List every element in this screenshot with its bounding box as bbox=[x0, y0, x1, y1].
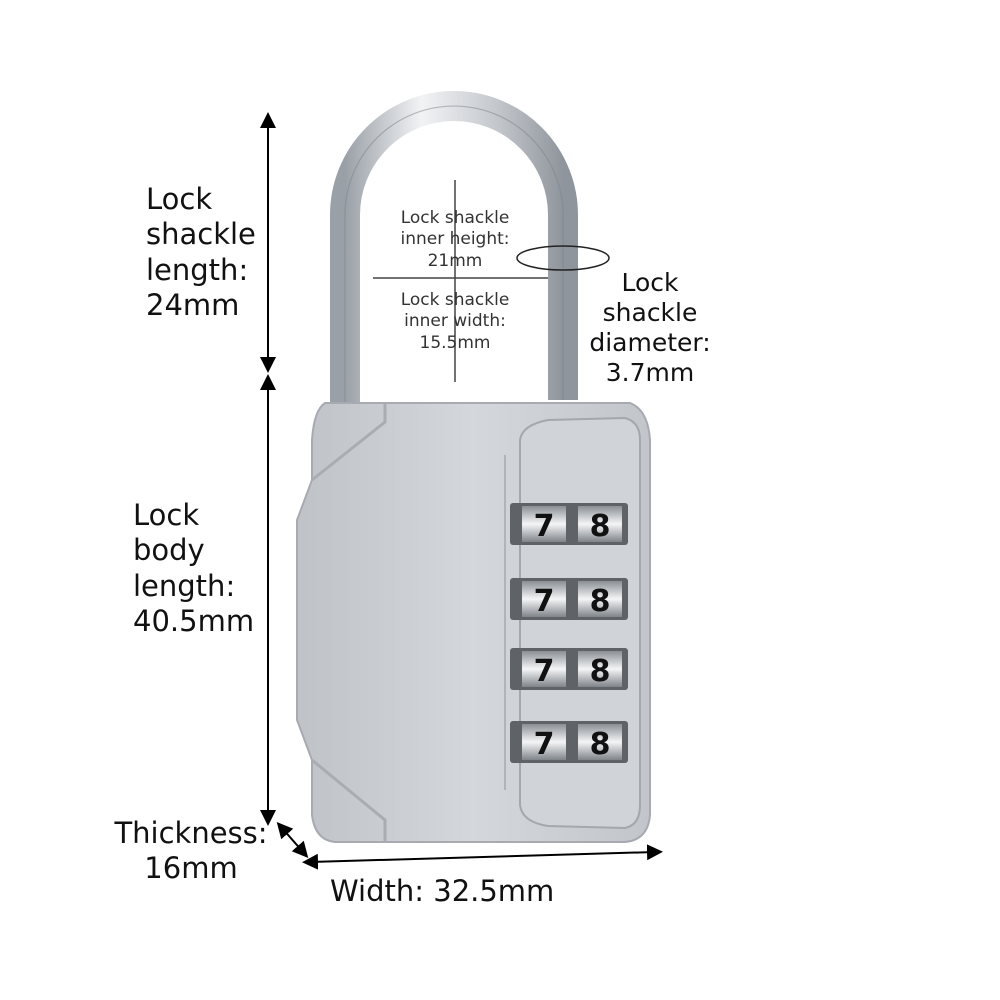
dial-wheel bbox=[578, 506, 622, 542]
dial-digit: 8 bbox=[590, 509, 611, 544]
inner-height-label: Lock shackle inner height: 21mm bbox=[385, 208, 525, 272]
dial-wheel bbox=[578, 581, 622, 617]
shackle-length-label: Lock shackle length: 24mm bbox=[146, 182, 256, 324]
width-dimension-line bbox=[302, 844, 663, 870]
thickness-line-2: 16mm bbox=[144, 851, 238, 886]
dial-digit: 8 bbox=[590, 584, 611, 619]
diameter-line-1: Lock bbox=[621, 268, 679, 297]
diameter-line-3: diameter: bbox=[589, 328, 711, 357]
inner-width-label: Lock shackle inner width: 15.5mm bbox=[385, 290, 525, 354]
dial-digit: 7 bbox=[534, 584, 555, 619]
dial-digit: 7 bbox=[534, 509, 555, 544]
body-length-line-2: body bbox=[133, 533, 205, 568]
dial-digit: 7 bbox=[534, 654, 555, 689]
inner-width-line-3: 15.5mm bbox=[419, 332, 491, 353]
inner-height-line-2: inner height: bbox=[400, 229, 510, 250]
width-line-1: Width: 32.5mm bbox=[330, 874, 555, 908]
body-length-label: Lock body length: 40.5mm bbox=[133, 498, 254, 640]
dial-wheel bbox=[578, 724, 622, 760]
width-label: Width: 32.5mm bbox=[330, 874, 554, 909]
diameter-line-4: 3.7mm bbox=[605, 358, 695, 387]
shackle-length-line-3: length: bbox=[146, 252, 249, 287]
dial-wheel bbox=[522, 581, 566, 617]
thickness-dimension-line bbox=[276, 821, 309, 859]
dial-wheel bbox=[522, 651, 566, 687]
shackle-length-line-4: 24mm bbox=[146, 288, 240, 323]
dimension-lines bbox=[260, 112, 663, 870]
shackle-length-line-2: shackle bbox=[146, 217, 256, 252]
inner-width-line-1: Lock shackle bbox=[400, 290, 510, 310]
thickness-label: Thickness: 16mm bbox=[96, 816, 286, 887]
lock-body bbox=[296, 402, 651, 843]
dial-digit: 8 bbox=[590, 727, 611, 762]
body-length-line-3: length: bbox=[133, 568, 236, 603]
body-length-line-4: 40.5mm bbox=[133, 604, 255, 639]
inner-height-line-3: 21mm bbox=[427, 250, 483, 271]
inner-height-line-1: Lock shackle bbox=[400, 208, 510, 228]
thickness-line-1: Thickness: bbox=[114, 816, 268, 850]
dial-wheel bbox=[522, 506, 566, 542]
shackle-length-line-1: Lock bbox=[146, 182, 213, 216]
body-length-line-1: Lock bbox=[133, 498, 200, 532]
dial-wheel bbox=[522, 724, 566, 760]
diameter-line-2: shackle bbox=[602, 298, 698, 327]
dial-digit: 8 bbox=[590, 654, 611, 689]
diameter-label: Lock shackle diameter: 3.7mm bbox=[580, 268, 720, 388]
diameter-indicator bbox=[516, 245, 610, 271]
inner-width-line-2: inner width: bbox=[404, 311, 506, 332]
lock-shackle bbox=[330, 91, 578, 410]
dial-wheel bbox=[578, 651, 622, 687]
dial-digit: 7 bbox=[534, 727, 555, 762]
